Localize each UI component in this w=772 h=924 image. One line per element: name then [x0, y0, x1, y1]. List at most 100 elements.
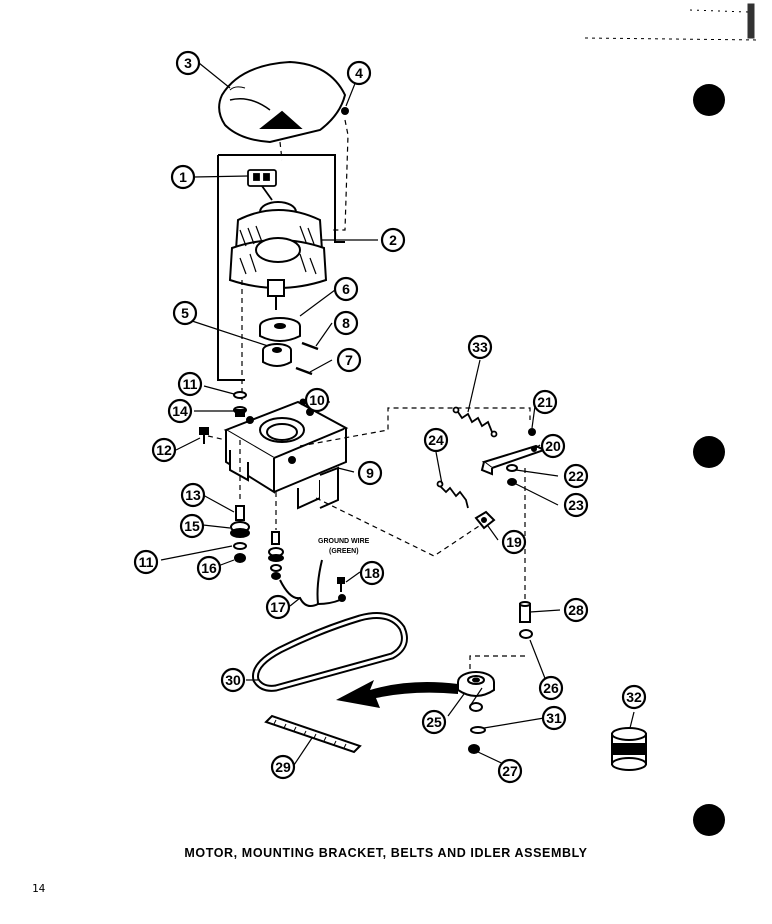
- callout-number: 11: [183, 376, 198, 392]
- idler-nut-21: [528, 428, 536, 436]
- callout-circle: [180, 482, 206, 508]
- callout-number: 9: [366, 465, 374, 481]
- callout-4: 4: [346, 60, 372, 86]
- callout-number: 32: [626, 689, 642, 705]
- ground-wire-label-line2: (GREEN): [329, 548, 359, 555]
- callout-32: 32: [621, 684, 647, 710]
- belt-direction-arrow: [336, 680, 458, 708]
- callout-circle: [538, 675, 564, 701]
- callout-number: 26: [543, 680, 559, 696]
- callout-24: 24: [423, 427, 449, 453]
- callout-circle: [497, 758, 523, 784]
- callout-number: 21: [537, 394, 553, 410]
- callout-number: 10: [309, 392, 325, 408]
- callout-circle: [179, 513, 205, 539]
- dashed-leaders-bracket: [207, 407, 531, 557]
- callout-circle: [196, 555, 222, 581]
- idler-washers-22-23: [506, 464, 518, 486]
- idler-spacer-28: [519, 601, 531, 623]
- callout-circle: [563, 463, 589, 489]
- callout-circle: [621, 684, 647, 710]
- callout-number: 24: [428, 432, 444, 448]
- callout-number: 27: [502, 763, 518, 779]
- bracket-grommet-stack: [230, 505, 250, 563]
- callout-25: 25: [421, 709, 447, 735]
- callout-circle: [151, 437, 177, 463]
- ground-wire-label: GROUND WIRE (GREEN): [318, 538, 370, 555]
- callout-13: 13: [180, 482, 206, 508]
- callout-number: 30: [225, 672, 241, 688]
- callout-circle: [532, 389, 558, 415]
- ground-wire-label-line1: GROUND WIRE: [318, 538, 370, 545]
- idler-spring-33: [452, 406, 498, 438]
- motor-switch: [247, 169, 277, 201]
- callout-circle: [467, 334, 493, 360]
- callout-7: 7: [336, 347, 362, 373]
- callout-circle: [333, 310, 359, 336]
- callout-number: 28: [568, 602, 584, 618]
- callout-circle: [421, 709, 447, 735]
- callout-28: 28: [563, 597, 589, 623]
- callout-29: 29: [270, 754, 296, 780]
- callout-number: 5: [181, 305, 189, 321]
- motor-pulley-large: [259, 317, 301, 342]
- callout-20: 20: [540, 433, 566, 459]
- callout-33: 33: [467, 334, 493, 360]
- callout-3: 3: [175, 50, 201, 76]
- callout-11: 11: [133, 549, 159, 575]
- binder-hole-top: [693, 84, 725, 116]
- motor-assembly-frame: [217, 154, 345, 381]
- callout-circle: [423, 427, 449, 453]
- callout-number: 14: [172, 403, 188, 419]
- callout-19: 19: [501, 529, 527, 555]
- idler-lower-washers: [468, 702, 486, 754]
- callout-17: 17: [265, 594, 291, 620]
- callout-circle: [167, 398, 193, 424]
- callout-circle: [270, 754, 296, 780]
- callout-18: 18: [359, 560, 385, 586]
- callout-circle: [380, 227, 406, 253]
- callout-leaders: [160, 62, 635, 769]
- callout-16: 16: [196, 555, 222, 581]
- ground-wire: [279, 559, 346, 607]
- callout-circle: [336, 347, 362, 373]
- callout-number: 2: [389, 232, 397, 248]
- callout-circle: [172, 300, 198, 326]
- motor: [228, 201, 328, 310]
- callout-circle: [220, 667, 246, 693]
- mounting-bracket: [223, 400, 349, 510]
- callout-circle: [175, 50, 201, 76]
- bracket-bolt: [199, 427, 209, 444]
- idler-washer-26: [519, 629, 533, 639]
- callout-27: 27: [497, 758, 523, 784]
- scan-artifacts: [584, 3, 761, 41]
- callout-number: 8: [342, 315, 350, 331]
- callout-circle: [501, 529, 527, 555]
- callout-circle: [359, 560, 385, 586]
- callout-number: 19: [506, 534, 522, 550]
- callout-number: 3: [184, 55, 192, 71]
- callout-number: 29: [275, 759, 291, 775]
- binder-hole-middle: [693, 436, 725, 468]
- diagram-caption: MOTOR, MOUNTING BRACKET, BELTS AND IDLER…: [184, 846, 588, 860]
- motor-pulley-small: [262, 343, 292, 367]
- callout-23: 23: [563, 492, 589, 518]
- binder-hole-bottom: [693, 804, 725, 836]
- callout-10: 10: [304, 387, 330, 413]
- callout-1: 1: [170, 164, 196, 190]
- cover-screw: [341, 107, 349, 115]
- bracket-mount-stack-center: [268, 531, 284, 580]
- callout-6: 6: [333, 276, 359, 302]
- callout-26: 26: [538, 675, 564, 701]
- callout-number: 16: [201, 560, 217, 576]
- callout-9: 9: [357, 460, 383, 486]
- dashed-leaders-idler: [469, 468, 526, 680]
- callout-circle: [541, 705, 567, 731]
- callout-circle: [265, 594, 291, 620]
- callout-number: 12: [156, 442, 172, 458]
- callout-12: 12: [151, 437, 177, 463]
- callout-number: 7: [345, 352, 353, 368]
- callout-8: 8: [333, 310, 359, 336]
